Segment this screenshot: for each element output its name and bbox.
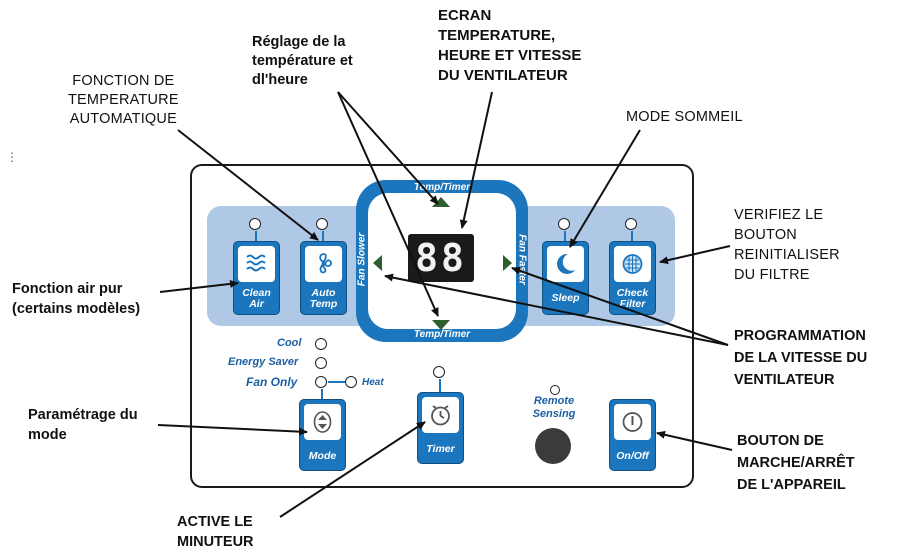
power-icon bbox=[622, 412, 643, 432]
fan-slower-arrow-button[interactable] bbox=[373, 255, 382, 271]
label-parametrage: Paramétrage du mode bbox=[28, 407, 138, 443]
fan-slower-label: Fan Slower bbox=[356, 232, 368, 287]
check-filter-face bbox=[614, 246, 651, 282]
fan-icon bbox=[319, 253, 332, 274]
auto-temp-indicator-led bbox=[316, 218, 328, 230]
mode-led-stem bbox=[321, 389, 323, 399]
on-off-caption: On/Off bbox=[616, 450, 649, 462]
mode-fan-only-label: Fan Only bbox=[246, 375, 298, 389]
label-reglage: Réglage de la température et dl'heure bbox=[252, 34, 353, 88]
mode-fan-only-led bbox=[315, 376, 327, 388]
timer-button[interactable]: Timer bbox=[417, 392, 464, 464]
mode-button[interactable]: Mode bbox=[299, 399, 346, 471]
filter-icon bbox=[622, 254, 643, 274]
mode-cool-led bbox=[315, 338, 327, 350]
clean-air-button[interactable]: Clean Air bbox=[233, 241, 280, 315]
check-filter-caption: Check Filter bbox=[616, 287, 649, 310]
sleep-face bbox=[547, 246, 584, 282]
label-programmation: PROGRAMMATION DE LA VITESSE DU VENTILATE… bbox=[734, 328, 868, 388]
sleep-led-stem bbox=[564, 231, 566, 241]
clean-air-icon bbox=[246, 254, 266, 272]
label-active: ACTIVE LE MINUTEUR bbox=[177, 514, 254, 550]
auto-temp-caption: Auto Temp bbox=[309, 287, 338, 310]
clean-air-led-stem bbox=[255, 231, 257, 241]
temp-down-arrow-button[interactable] bbox=[432, 320, 450, 330]
label-fonction-auto: FONCTION DE TEMPERATURE AUTOMATIQUE bbox=[68, 73, 179, 127]
sleep-indicator-led bbox=[558, 218, 570, 230]
label-verifiez: VERIFIEZ LE BOUTON REINITIALISER DU FILT… bbox=[734, 207, 840, 283]
temp-timer-top-label: Temp/Timer bbox=[413, 182, 471, 193]
temp-up-arrow-button[interactable] bbox=[432, 197, 450, 207]
on-off-button[interactable]: On/Off bbox=[609, 399, 656, 471]
check-filter-indicator-led bbox=[625, 218, 637, 230]
mode-heat-led bbox=[345, 376, 357, 388]
clean-air-indicator-led bbox=[249, 218, 261, 230]
label-mode-sommeil: MODE SOMMEIL bbox=[626, 109, 743, 125]
check-filter-led-stem bbox=[631, 231, 633, 241]
timer-indicator-led bbox=[433, 366, 445, 378]
clock-icon bbox=[431, 405, 450, 426]
timer-led-stem bbox=[439, 379, 441, 392]
mode-heat-connector bbox=[328, 381, 346, 383]
remote-sensing-led bbox=[550, 385, 560, 395]
auto-temp-face bbox=[305, 246, 342, 282]
auto-temp-led-stem bbox=[322, 231, 324, 241]
lcd-display: 88 bbox=[408, 234, 474, 282]
temp-timer-bottom-label: Temp/Timer bbox=[413, 329, 471, 340]
margin-dots: ⋮ bbox=[6, 150, 18, 164]
mode-cool-label: Cool bbox=[277, 337, 302, 349]
clean-air-face bbox=[238, 246, 275, 282]
mode-energy-saver-led bbox=[315, 357, 327, 369]
remote-sensor bbox=[535, 428, 571, 464]
fan-faster-label: Fan Faster bbox=[516, 234, 528, 285]
remote-sensing-label: Remote Sensing bbox=[532, 395, 576, 420]
timer-caption: Timer bbox=[426, 443, 455, 455]
sleep-button[interactable]: Sleep bbox=[542, 241, 589, 315]
timer-face bbox=[422, 397, 459, 433]
clean-air-caption: Clean Air bbox=[242, 287, 271, 310]
check-filter-button[interactable]: Check Filter bbox=[609, 241, 656, 315]
mode-energy-saver-label: Energy Saver bbox=[228, 356, 299, 368]
label-bouton-marche: BOUTON DE MARCHE/ARRÊT DE L'APPAREIL bbox=[737, 433, 855, 493]
fan-faster-arrow-button[interactable] bbox=[503, 255, 512, 271]
moon-icon bbox=[557, 253, 575, 274]
mode-caption: Mode bbox=[308, 450, 337, 462]
mode-heat-label: Heat bbox=[362, 377, 384, 388]
lcd-digits: 88 bbox=[415, 236, 467, 280]
label-fonction-air: Fonction air pur (certains modèles) bbox=[12, 281, 141, 317]
label-ecran: ECRAN TEMPERATURE, HEURE ET VITESSE DU V… bbox=[438, 7, 582, 84]
sleep-caption: Sleep bbox=[551, 292, 580, 304]
on-off-face bbox=[614, 404, 651, 440]
mode-face bbox=[304, 404, 341, 440]
auto-temp-button[interactable]: Auto Temp bbox=[300, 241, 347, 315]
up-down-icon bbox=[313, 411, 332, 433]
